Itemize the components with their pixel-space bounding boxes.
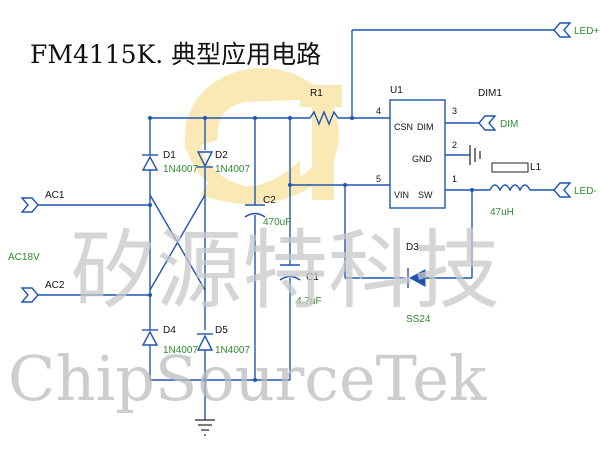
svg-text:4: 4: [376, 106, 381, 116]
dim-connector-label: DIM1: [478, 88, 502, 99]
svg-text:5: 5: [376, 174, 381, 184]
supply-note: AC18V: [8, 252, 40, 263]
svg-text:C1: C1: [306, 272, 319, 283]
svg-text:3: 3: [452, 106, 457, 116]
svg-text:1N4007: 1N4007: [163, 164, 198, 175]
diode-d2: D2 1N4007: [196, 150, 250, 175]
svg-text:SS24: SS24: [406, 314, 431, 325]
svg-text:LED+: LED+: [574, 26, 599, 37]
diode-d1: D1 1N4007: [141, 150, 198, 175]
svg-text:LED-: LED-: [574, 186, 597, 197]
resistor-r1: R1: [309, 88, 340, 126]
svg-text:D3: D3: [406, 242, 419, 253]
port-ac1: AC1: [20, 190, 65, 213]
svg-text:AC1: AC1: [45, 190, 65, 201]
port-ac2: AC2: [20, 280, 65, 303]
svg-text:L1: L1: [530, 162, 542, 173]
svg-text:1N4007: 1N4007: [215, 164, 250, 175]
svg-text:DIM: DIM: [417, 122, 434, 132]
svg-text:D4: D4: [163, 325, 176, 336]
svg-text:SW: SW: [418, 190, 433, 200]
svg-text:2: 2: [452, 140, 457, 150]
capacitor-c2: C2 470uF: [244, 195, 291, 228]
st-logo-watermark: [184, 68, 342, 204]
ground-icon: [469, 145, 481, 165]
port-led-minus: LED-: [553, 182, 597, 198]
watermark-chinese: 矽源特科技: [70, 221, 500, 321]
svg-text:R1: R1: [310, 88, 323, 99]
schottky-d3: D3 SS24: [406, 242, 431, 325]
svg-text:1N4007: 1N4007: [163, 345, 198, 356]
svg-text:U1: U1: [390, 85, 403, 96]
svg-text:CSN: CSN: [394, 122, 413, 132]
page-title: FM4115K. 典型应用电路: [30, 40, 321, 69]
svg-text:VIN: VIN: [394, 190, 409, 200]
svg-text:47uH: 47uH: [490, 207, 514, 218]
capacitor-c1: C1 4.7uF: [279, 264, 322, 307]
watermark-english: ChipSourceTek: [8, 342, 487, 415]
svg-text:D2: D2: [215, 150, 228, 161]
port-dim: DIM: [478, 115, 518, 131]
svg-text:GND: GND: [412, 154, 433, 164]
svg-text:1N4007: 1N4007: [215, 345, 250, 356]
diode-d5: D5 1N4007: [196, 325, 250, 356]
svg-text:C2: C2: [263, 195, 276, 206]
svg-text:AC2: AC2: [45, 280, 65, 291]
ground-icon-bottom: [195, 419, 215, 436]
svg-text:1: 1: [452, 174, 457, 184]
svg-text:D5: D5: [215, 325, 228, 336]
svg-text:4.7uF: 4.7uF: [296, 296, 322, 307]
ic-u1: U1 4 CSN 3 DIM 2 GND 5 VIN 1 SW: [376, 85, 457, 209]
junction-dots: [148, 116, 474, 382]
svg-text:470uF: 470uF: [263, 217, 291, 228]
diode-d4: D4 1N4007: [141, 325, 198, 356]
wires: [38, 29, 560, 420]
inductor-l1: L1 47uH: [489, 162, 542, 218]
port-led-plus: LED+: [553, 22, 599, 38]
svg-text:D1: D1: [163, 150, 176, 161]
svg-text:DIM: DIM: [500, 119, 518, 130]
